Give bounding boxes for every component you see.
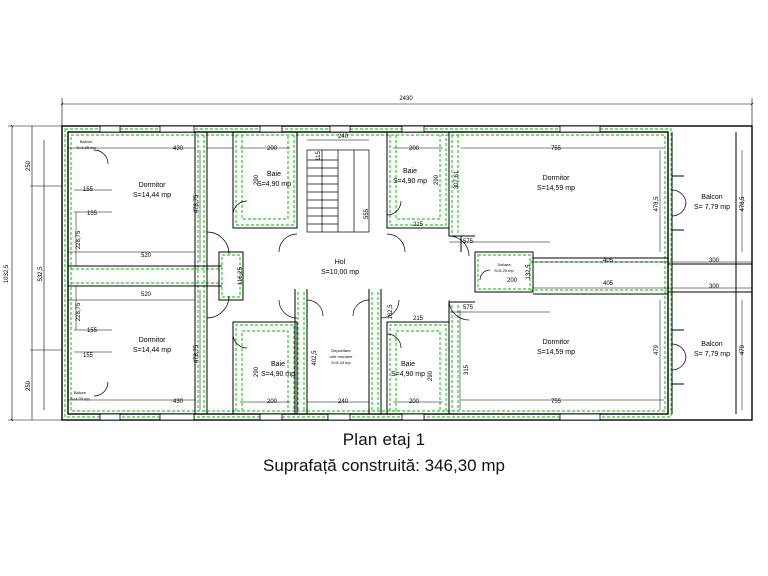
dim-290-a: 290 xyxy=(254,174,260,185)
room-baie-t2-area: S=4,90 mp xyxy=(393,178,427,185)
room-baie-t1-area: S=4,90 mp xyxy=(257,181,291,188)
room-dormitor-br-name: Dormitor xyxy=(543,339,571,346)
room-balcon-tl-name: Balcon xyxy=(80,139,92,144)
dim-215-b: 215 xyxy=(413,316,424,322)
interior-dimension-lines xyxy=(68,139,752,410)
dim-4785-b: 478,5 xyxy=(740,196,746,212)
dim-top-2: 200 xyxy=(267,146,278,152)
dim-300-b: 300 xyxy=(709,284,720,290)
room-depozitare-line2: rufe murdare xyxy=(330,354,354,359)
dim-575-a: 575 xyxy=(463,239,474,245)
dim-155-a: 155 xyxy=(83,187,94,193)
interior-walls xyxy=(68,132,668,414)
room-dormitor-tr-name: Dormitor xyxy=(543,175,571,182)
room-dormitor-tr-area: S=14,59 mp xyxy=(537,185,575,192)
room-debara-name: Debara xyxy=(497,262,511,267)
room-dormitor-tl-area: S=14,44 mp xyxy=(133,192,171,199)
dim-47875-a: 478,75 xyxy=(194,194,200,213)
plan-subtitle: Suprafață construită: 346,30 mp xyxy=(263,456,505,475)
dim-290-c: 290 xyxy=(254,366,260,377)
dim-22875-b: 228,75 xyxy=(76,302,82,321)
room-dormitor-bl-name: Dormitor xyxy=(139,337,167,344)
dim-479-a: 479 xyxy=(654,344,660,355)
room-baie-b2-area: S=4,90 mp xyxy=(391,371,425,378)
dim-155-c: 155 xyxy=(87,328,98,334)
dim-bottom-2: 200 xyxy=(267,399,278,405)
plan-title: Plan etaj 1 xyxy=(342,430,426,449)
room-baie-b1-area: S=4,90 mp xyxy=(261,371,295,378)
dim-4785-a: 478,5 xyxy=(654,196,660,212)
dim-total-height: 1032,5 xyxy=(4,264,10,283)
room-balcon-br-name: Balcon xyxy=(701,341,723,348)
dim-1625: 162,5 xyxy=(388,304,394,320)
room-labels: Balcon S=4,05 mp Dormitor S=14,44 mp Bai… xyxy=(70,139,730,401)
dim-555: 555 xyxy=(364,208,370,219)
room-balcon-bl-area: S=4,05 mp xyxy=(70,396,90,401)
balcony-walls xyxy=(668,132,752,414)
dim-left-bottom: 250 xyxy=(26,380,32,391)
room-balcon-bl-name: Balcon xyxy=(74,390,86,395)
room-balcon-br-area: S= 7,79 mp xyxy=(694,351,730,358)
room-balcon-tl-area: S=4,05 mp xyxy=(76,145,96,150)
room-balcon-tr-area: S= 7,79 mp xyxy=(694,204,730,211)
staircase xyxy=(306,149,370,233)
room-hol-area: S=10,00 mp xyxy=(321,269,359,276)
dim-520-b: 520 xyxy=(141,292,152,298)
dim-top-3: 240 xyxy=(338,134,349,140)
room-baie-t2-name: Baie xyxy=(403,168,417,175)
dim-115: 115 xyxy=(316,151,322,161)
dim-top-1: 430 xyxy=(173,146,184,152)
dim-4025: 402,5 xyxy=(312,350,318,366)
dim-total-width: 2430 xyxy=(399,96,413,102)
dim-1325: 132,5 xyxy=(526,264,532,280)
dim-11625: 116,25 xyxy=(238,266,244,285)
dim-bottom-4: 200 xyxy=(409,399,420,405)
dim-left-top: 250 xyxy=(26,160,32,171)
dim-bottom-1: 430 xyxy=(173,399,184,405)
dim-479-b: 479 xyxy=(740,344,746,355)
room-dormitor-tl-name: Dormitor xyxy=(139,182,167,189)
insulation-lines xyxy=(64,128,672,418)
doors xyxy=(93,149,687,397)
dim-left-mid: 532,5 xyxy=(38,266,44,282)
dim-top-4: 200 xyxy=(409,146,420,152)
windows xyxy=(99,125,601,421)
dimension-labels: 2430 1032,5 532,5 250 250 430 200 240 20… xyxy=(4,96,746,405)
dim-300-a: 300 xyxy=(709,258,720,264)
room-debara-area: S=8,25 mp xyxy=(494,268,514,273)
dim-22875-a: 228,75 xyxy=(76,230,82,249)
room-dormitor-br-area: S=14,59 mp xyxy=(537,349,575,356)
room-hol-name: Hol xyxy=(335,259,346,266)
dim-290-b: 290 xyxy=(434,174,440,185)
dim-bottom-3: 240 xyxy=(338,399,349,405)
room-balcon-tr-name: Balcon xyxy=(701,194,723,201)
dim-top-5: 755 xyxy=(551,146,562,152)
room-depozitare-name: Depozitare xyxy=(331,348,351,353)
dim-155-b: 155 xyxy=(87,211,98,217)
room-baie-b2-name: Baie xyxy=(401,361,415,368)
dim-520-a: 520 xyxy=(141,253,152,259)
dim-405-b: 405 xyxy=(603,281,614,287)
room-baie-t1-name: Baie xyxy=(267,171,281,178)
dim-30761: 307,61 xyxy=(454,170,460,189)
dim-575-b: 575 xyxy=(463,305,474,311)
dim-bottom-5: 755 xyxy=(551,399,562,405)
dim-290-d: 290 xyxy=(428,370,434,381)
dim-47875-b: 478,75 xyxy=(194,344,200,363)
dim-405-a: 405 xyxy=(603,258,614,264)
dim-155-d: 155 xyxy=(83,353,94,359)
dim-215-a: 215 xyxy=(413,222,424,228)
overall-dimension-lines xyxy=(8,98,754,422)
dim-200-debara: 200 xyxy=(507,278,518,284)
room-dormitor-bl-area: S=14,44 mp xyxy=(133,347,171,354)
room-baie-b1-name: Baie xyxy=(271,361,285,368)
dim-315: 315 xyxy=(464,364,470,375)
room-depozitare-area: S=8,43 mp xyxy=(331,360,351,365)
